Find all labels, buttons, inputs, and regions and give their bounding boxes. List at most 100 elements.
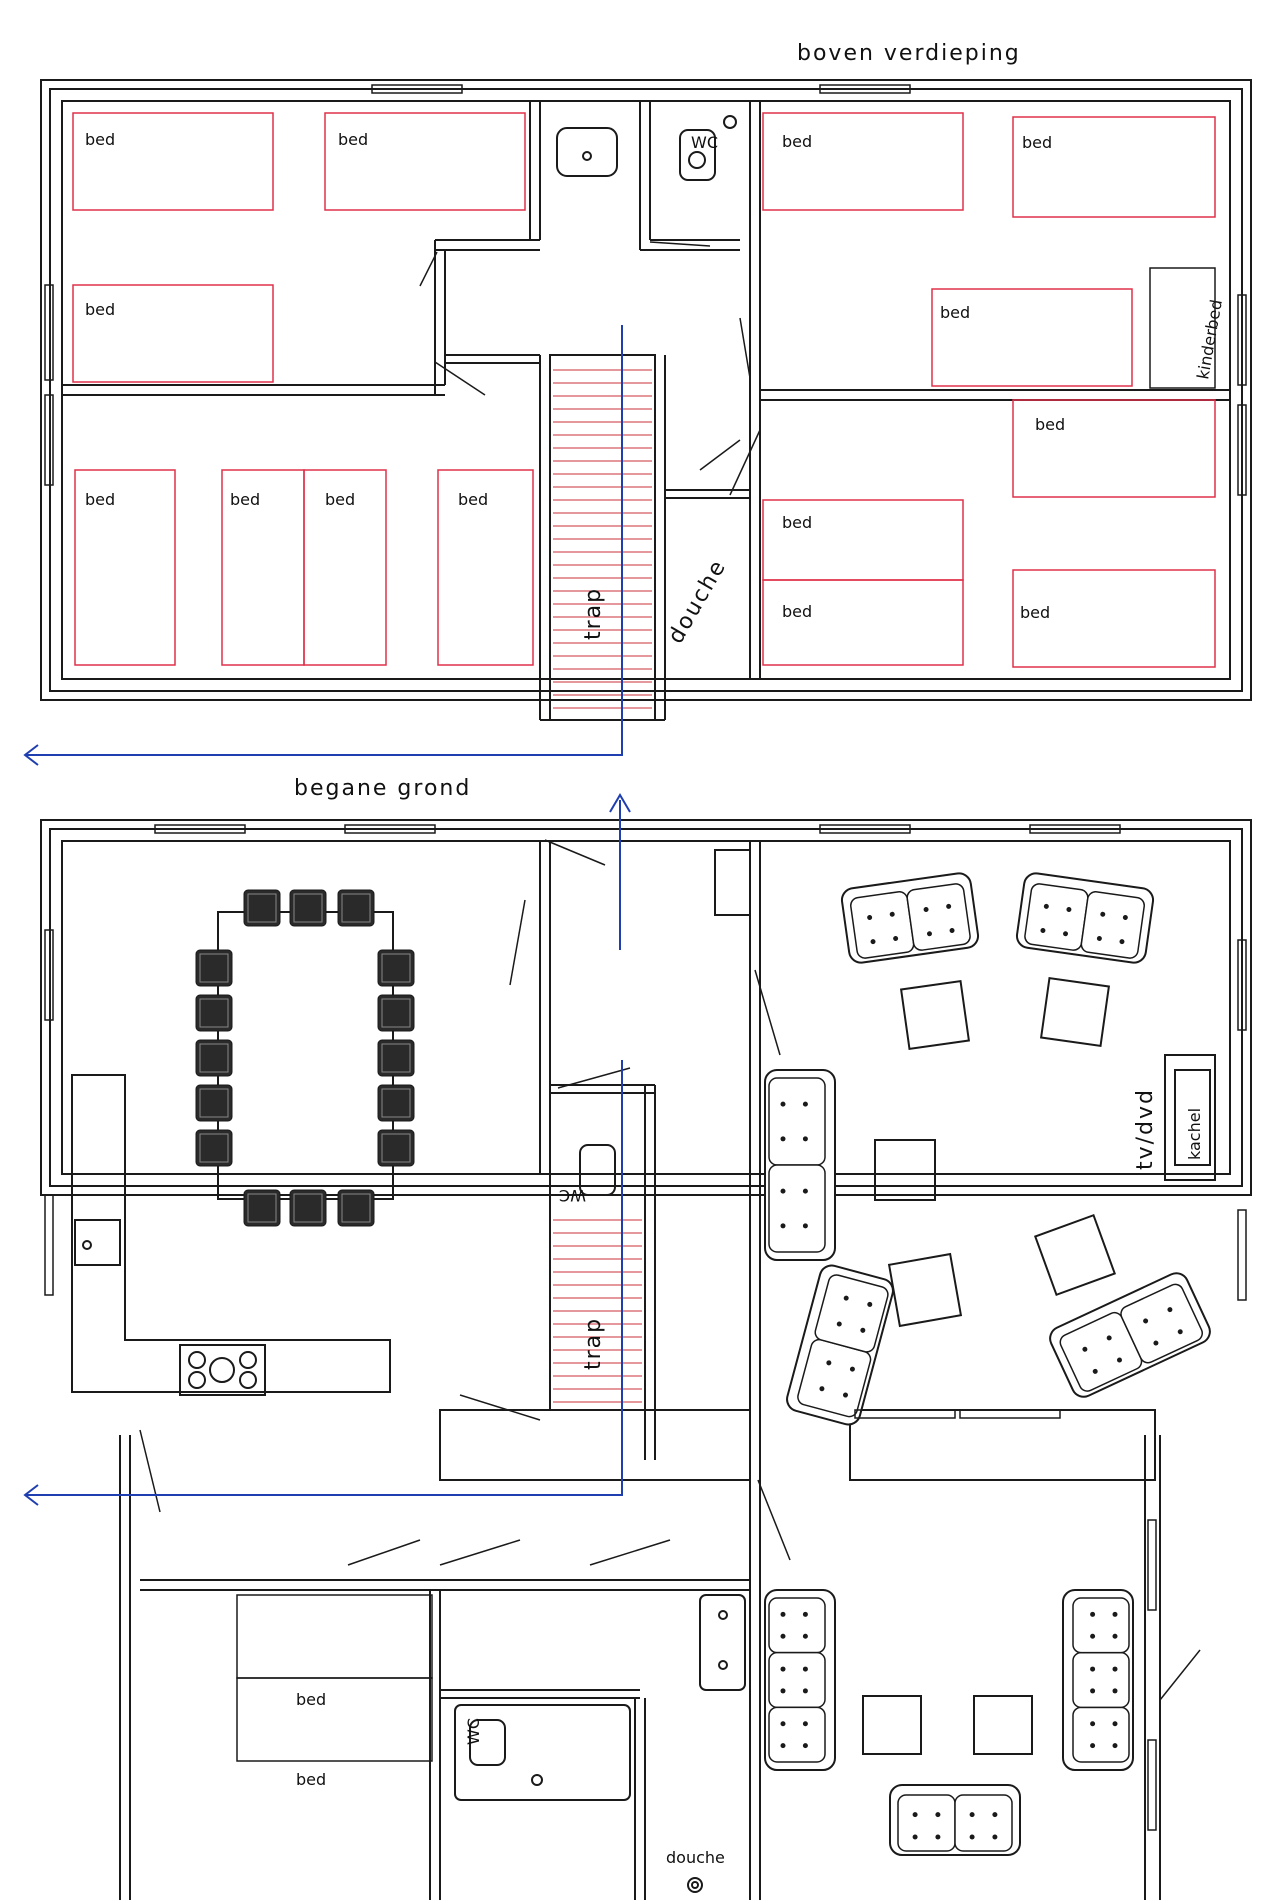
sofa-button bbox=[802, 1136, 808, 1142]
chair-seat bbox=[377, 1039, 415, 1077]
basin-drain bbox=[582, 151, 592, 161]
sofa-cushion bbox=[897, 1794, 956, 1852]
chair-pattern bbox=[247, 893, 277, 923]
kitchen-sink bbox=[74, 1219, 121, 1266]
bed-label: bed bbox=[1035, 415, 1065, 434]
chair-pattern bbox=[293, 893, 323, 923]
bed bbox=[324, 112, 526, 211]
sofa-button bbox=[826, 1360, 832, 1366]
window bbox=[1237, 939, 1247, 1031]
door-swing bbox=[419, 251, 438, 287]
dining-chair bbox=[195, 949, 233, 987]
sofa-button bbox=[780, 1688, 786, 1694]
upper-stairs-label: trap bbox=[581, 587, 606, 640]
chair-seat bbox=[195, 1084, 233, 1122]
bed bbox=[437, 469, 534, 666]
door-swing bbox=[509, 899, 526, 986]
sofa-button bbox=[1090, 1666, 1096, 1672]
sofa-cushion bbox=[1072, 1651, 1130, 1709]
sofa bbox=[889, 1784, 1021, 1856]
chair-seat bbox=[377, 994, 415, 1032]
sofa-button bbox=[992, 1812, 998, 1818]
window bbox=[1147, 1739, 1157, 1831]
bed bbox=[762, 112, 964, 211]
stove-label: kachel bbox=[1185, 1108, 1204, 1160]
bed bbox=[762, 499, 964, 581]
dining-chair bbox=[289, 889, 327, 927]
burner bbox=[239, 1351, 257, 1369]
door-swing bbox=[1159, 1649, 1201, 1701]
bed-label: bed bbox=[85, 490, 115, 509]
sofa-button bbox=[1066, 907, 1072, 913]
chair-pattern bbox=[381, 953, 411, 983]
window bbox=[1029, 824, 1121, 834]
window bbox=[44, 1194, 54, 1296]
sofa-button bbox=[860, 1327, 866, 1333]
chair-seat bbox=[195, 994, 233, 1032]
sofa-cushion bbox=[768, 1597, 826, 1654]
chair-seat bbox=[195, 1129, 233, 1167]
window bbox=[371, 84, 463, 94]
chair-pattern bbox=[381, 1133, 411, 1163]
kitchen-counter bbox=[71, 1074, 391, 1393]
sofa-cushion bbox=[768, 1077, 826, 1166]
chair-seat bbox=[377, 1084, 415, 1122]
door-swing bbox=[739, 317, 751, 379]
bed bbox=[762, 579, 964, 666]
low-table bbox=[862, 1695, 922, 1755]
sofa-cushion bbox=[1080, 891, 1145, 959]
sofa-button bbox=[1177, 1329, 1183, 1335]
sofa-button bbox=[923, 907, 929, 913]
bed-label: bed bbox=[782, 132, 812, 151]
door-swing bbox=[434, 361, 486, 396]
dining-chair bbox=[195, 994, 233, 1032]
ground-entrance-steps bbox=[439, 1409, 751, 1481]
sofa-button bbox=[836, 1321, 842, 1327]
chair-seat bbox=[243, 1189, 281, 1227]
upper-wc-bowl bbox=[688, 151, 706, 169]
sofa-button bbox=[780, 1666, 786, 1672]
window bbox=[44, 929, 54, 1021]
escape-route bbox=[23, 325, 631, 1506]
door-swing bbox=[347, 1539, 421, 1566]
fire-extinguisher-cabinet bbox=[714, 849, 751, 916]
sofa bbox=[764, 1589, 836, 1771]
low-tables bbox=[862, 976, 1117, 1755]
sofa bbox=[764, 1069, 836, 1261]
sofa-button bbox=[926, 931, 932, 937]
upper-floor-title: boven verdieping bbox=[797, 41, 1021, 66]
sofa-button bbox=[843, 1295, 849, 1301]
sofa-button bbox=[992, 1834, 998, 1840]
sofa-cushion bbox=[850, 891, 915, 959]
sofa-button bbox=[1112, 1721, 1118, 1727]
crib bbox=[1149, 267, 1216, 389]
sofa-button bbox=[949, 928, 955, 934]
chair-pattern bbox=[199, 1043, 229, 1073]
window bbox=[819, 824, 911, 834]
upper-drain bbox=[723, 115, 737, 129]
sofa-button bbox=[802, 1688, 808, 1694]
sofa-button bbox=[912, 1834, 918, 1840]
sofa-button bbox=[867, 1301, 873, 1307]
sofa-button bbox=[1090, 1633, 1096, 1639]
sofa-button bbox=[1119, 939, 1125, 945]
shower-drain bbox=[687, 1877, 703, 1893]
sofa-button bbox=[935, 1834, 941, 1840]
bed bbox=[236, 1594, 433, 1679]
bed-label: bed bbox=[325, 490, 355, 509]
washbasin bbox=[556, 127, 618, 177]
crib-label: kinderbed bbox=[1193, 298, 1226, 381]
sofas bbox=[764, 872, 1211, 1856]
dining-chair bbox=[243, 1189, 281, 1227]
sofa-button bbox=[780, 1633, 786, 1639]
bed bbox=[72, 112, 274, 211]
windows bbox=[44, 84, 1247, 1831]
sofa-button bbox=[780, 1136, 786, 1142]
chair-pattern bbox=[381, 1088, 411, 1118]
bed-label: bed bbox=[296, 1690, 326, 1709]
stove-niche bbox=[1164, 1054, 1216, 1181]
sofa-cushion bbox=[768, 1651, 826, 1709]
chair-pattern bbox=[341, 1193, 371, 1223]
chair-seat bbox=[337, 889, 375, 927]
sofa-cushion bbox=[1024, 883, 1089, 951]
